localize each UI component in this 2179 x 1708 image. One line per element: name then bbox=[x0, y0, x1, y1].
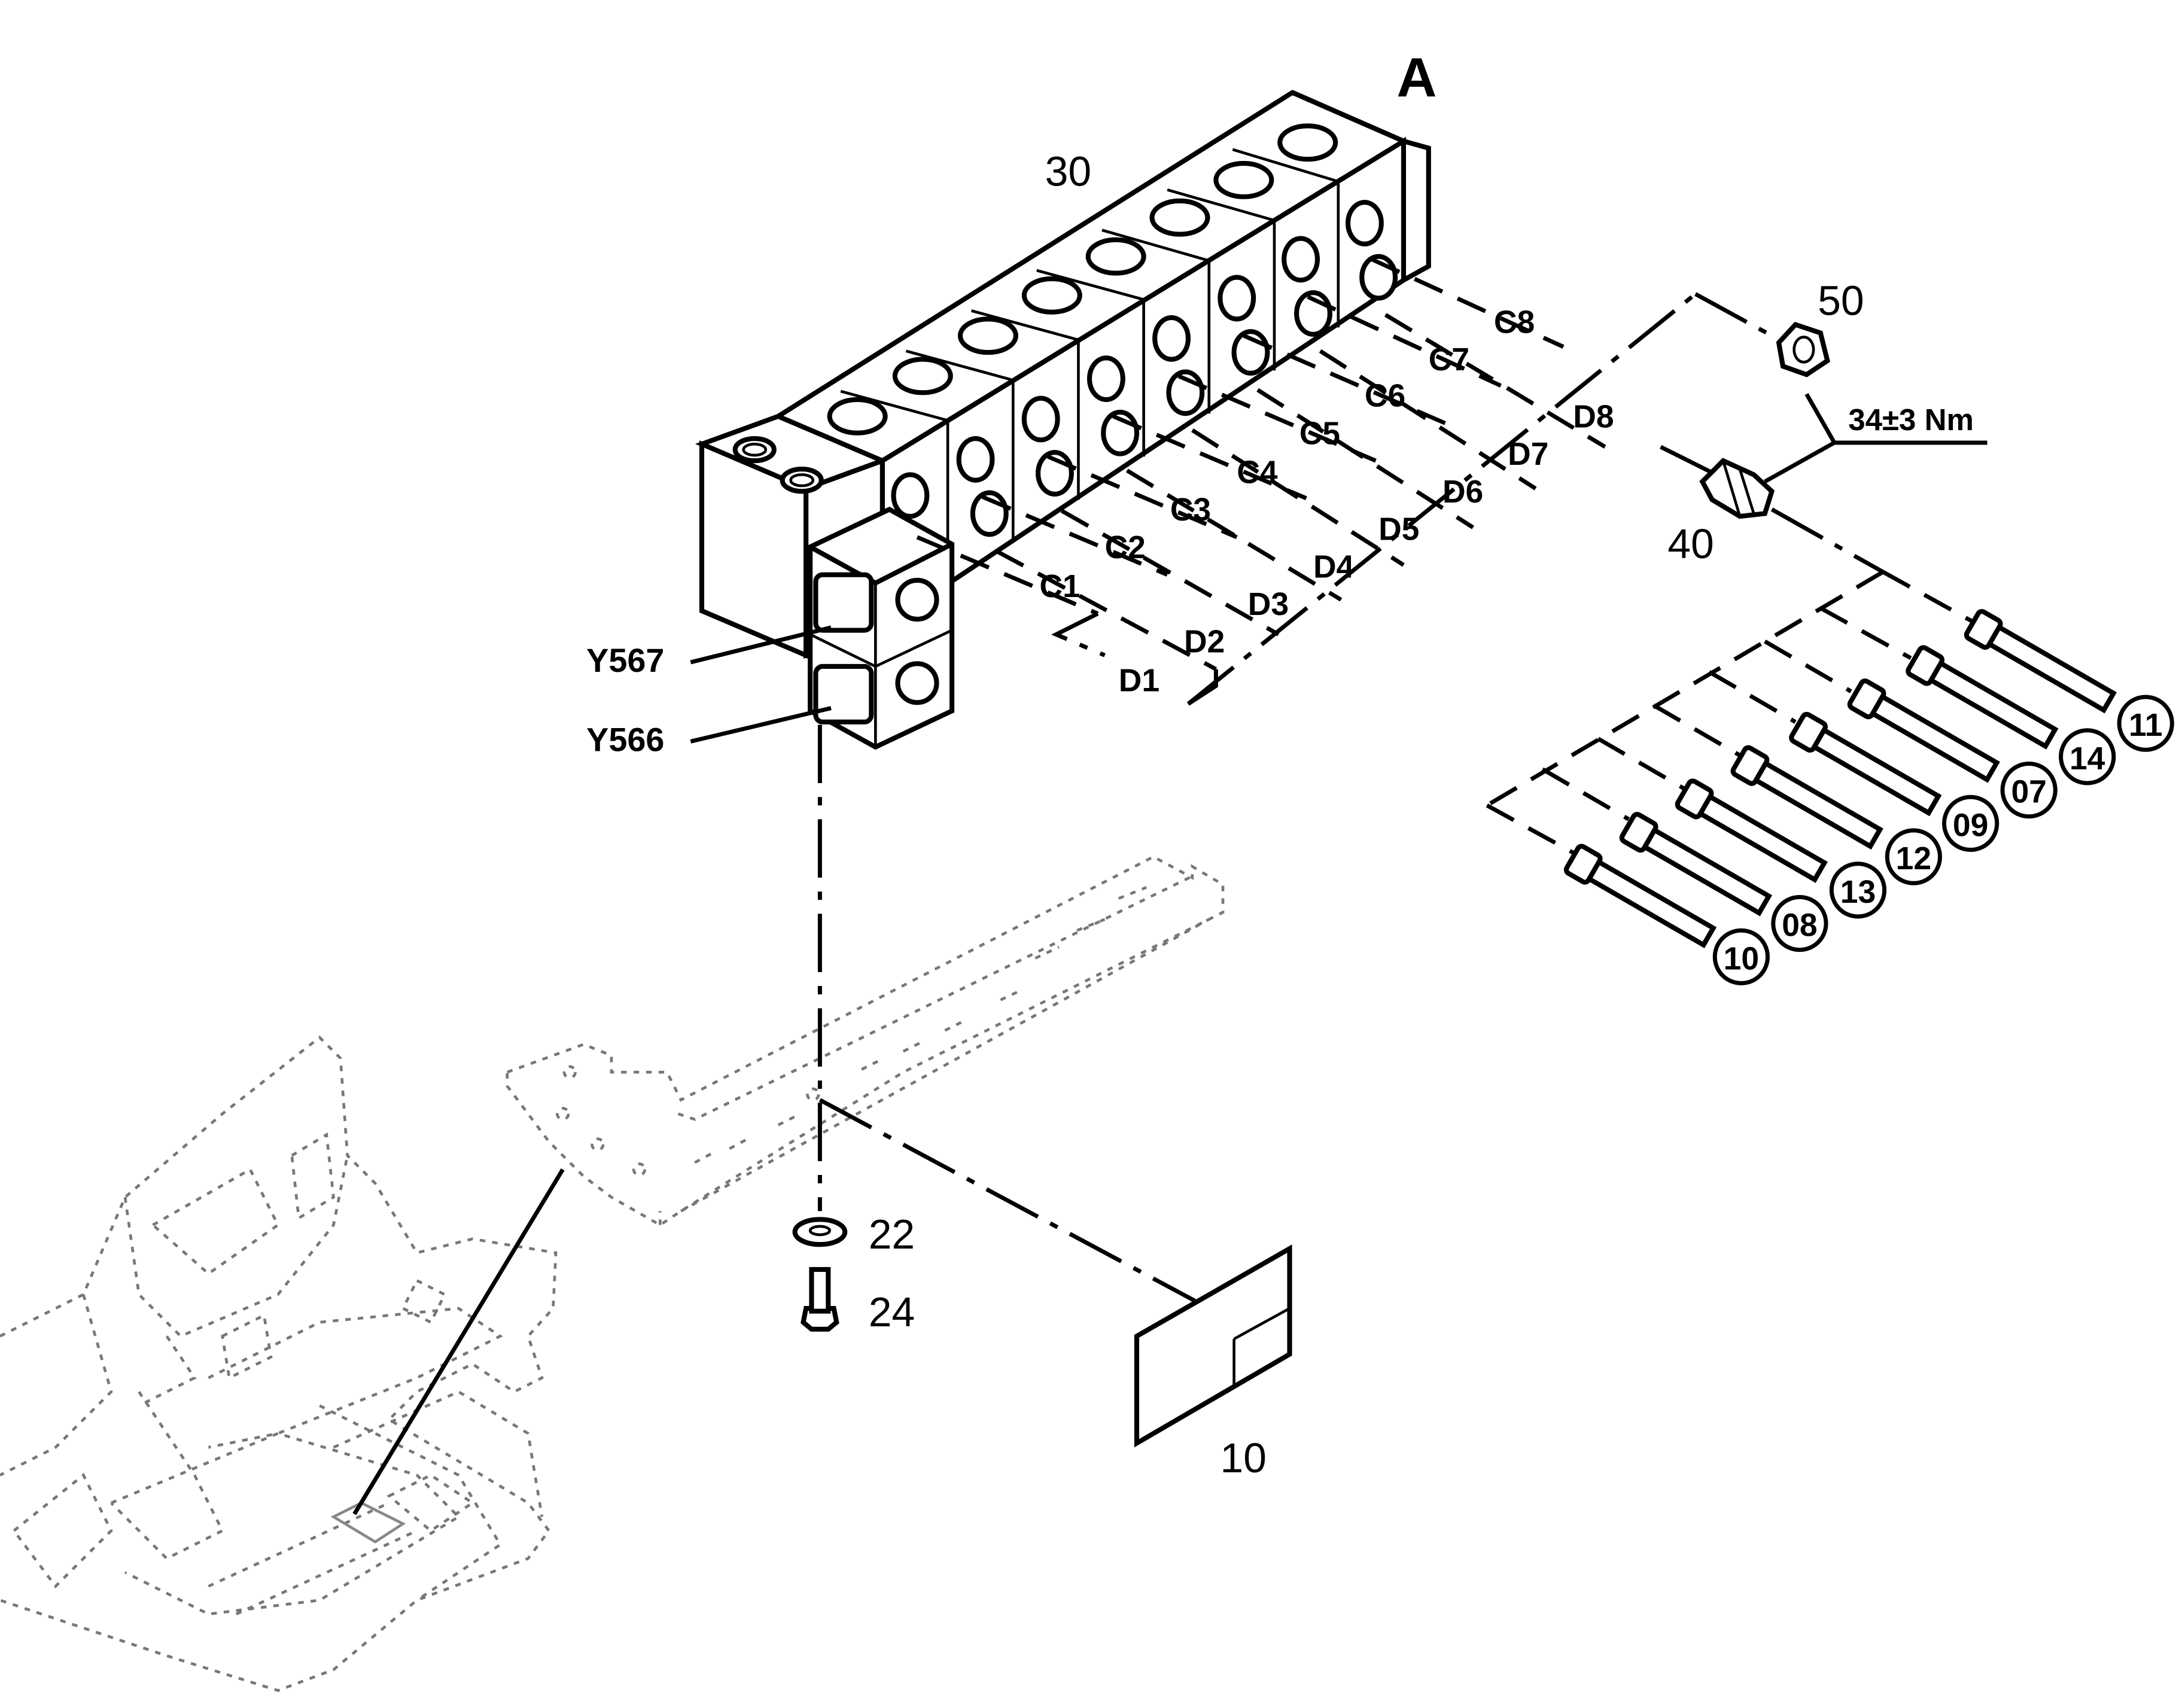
port-label-c1: C1 bbox=[1039, 569, 1080, 604]
circled-label-10: 10 bbox=[1724, 941, 1759, 976]
assembly-centerlines bbox=[817, 724, 1210, 1311]
circled-label-12: 12 bbox=[1896, 841, 1931, 876]
circled-callouts: 11 14 07 09 12 13 08 10 bbox=[1712, 695, 2174, 985]
fitting-40 bbox=[1699, 458, 1775, 519]
callout-22: 22 bbox=[869, 1211, 915, 1258]
plug-50 bbox=[1776, 321, 1830, 377]
callout-40: 40 bbox=[1667, 520, 1714, 567]
circled-label-14: 14 bbox=[2070, 741, 2105, 777]
plate-location-leader bbox=[352, 1168, 565, 1515]
circled-label-13: 13 bbox=[1840, 875, 1876, 910]
port-label-d3: D3 bbox=[1248, 587, 1289, 622]
port-label-d5: D5 bbox=[1378, 512, 1419, 547]
callout-30: 30 bbox=[1045, 148, 1092, 194]
circled-label-11: 11 bbox=[2129, 708, 2162, 743]
bolt-24 bbox=[801, 1266, 839, 1332]
torque-leader bbox=[1764, 392, 1988, 484]
port-label-c7: C7 bbox=[1429, 342, 1469, 377]
circled-label-09: 09 bbox=[1953, 808, 1988, 843]
port-label-d4: D4 bbox=[1313, 549, 1355, 584]
port-label-c6: C6 bbox=[1365, 379, 1405, 414]
callout-10: 10 bbox=[1220, 1435, 1267, 1481]
decal-10 bbox=[1134, 1244, 1292, 1448]
port-label-c5: C5 bbox=[1300, 416, 1340, 451]
port-label-d1: D1 bbox=[1119, 663, 1160, 699]
solenoid-label-y567: Y567 bbox=[586, 642, 664, 679]
callout-24: 24 bbox=[869, 1289, 915, 1335]
port-label-c4: C4 bbox=[1237, 455, 1278, 490]
circled-label-08: 08 bbox=[1782, 908, 1817, 943]
washer-22 bbox=[792, 1217, 848, 1247]
view-label: A bbox=[1396, 47, 1437, 109]
port-label-d2: D2 bbox=[1184, 625, 1225, 660]
torque-label: 34±3 Nm bbox=[1848, 403, 1974, 437]
bolt-fan-lines bbox=[1486, 507, 1974, 855]
port-label-c8: C8 bbox=[1494, 305, 1535, 340]
port-label-d8: D8 bbox=[1573, 399, 1614, 434]
port-leaders bbox=[916, 257, 1773, 706]
machine-frame-ghost bbox=[0, 1035, 558, 1692]
mounting-plate bbox=[506, 855, 1225, 1227]
port-label-d7: D7 bbox=[1508, 437, 1548, 472]
bolt-set bbox=[1563, 608, 2117, 949]
y567-leader bbox=[690, 625, 832, 665]
port-label-d6: D6 bbox=[1442, 474, 1483, 510]
y566-leader bbox=[690, 706, 832, 744]
port-label-c2: C2 bbox=[1105, 530, 1146, 565]
solenoid-label-y566: Y566 bbox=[586, 721, 664, 759]
port-label-c3: C3 bbox=[1170, 492, 1211, 528]
callout-50: 50 bbox=[1818, 277, 1864, 324]
circled-label-07: 07 bbox=[2011, 775, 2046, 810]
